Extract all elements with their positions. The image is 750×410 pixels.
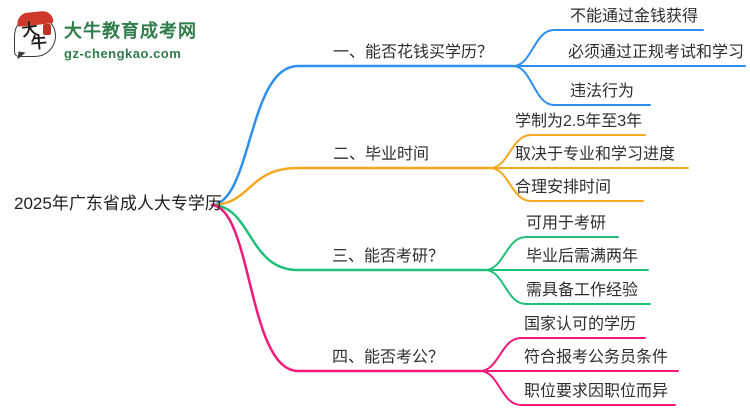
mindmap-root-node: 2025年广东省成人大专学历 [14, 194, 222, 213]
branch-2-child-2: 取决于专业和学习进度 [515, 146, 676, 163]
branch-node-4: 四、能否考公？ [332, 349, 445, 366]
site-logo: 大 牛 大牛教育成考网 gz-chengkao.com [12, 10, 197, 61]
branch-3-child-1: 可用于考研 [526, 215, 607, 232]
branch-3-child-2: 毕业后需满两年 [526, 248, 639, 265]
branch-node-3: 三、能否考研？ [332, 248, 445, 265]
logo-site-url: gz-chengkao.com [64, 46, 182, 61]
logo-bubble-tail-icon [17, 51, 26, 61]
branch-2-child-1: 学制为2.5年至3年 [515, 113, 643, 130]
branch-4-child-1: 国家认可的学历 [524, 316, 637, 333]
logo-char-niu: 牛 [30, 34, 48, 53]
logo-seal-icon [43, 24, 51, 35]
logo-text-block: 大牛教育成考网 gz-chengkao.com [64, 12, 197, 61]
branch-node-2: 二、毕业时间 [333, 146, 430, 163]
branch-node-1: 一、能否花钱买学历？ [333, 44, 494, 61]
branch-1-child-3: 违法行为 [570, 83, 635, 100]
branch-1-child-1: 不能通过金钱获得 [570, 8, 699, 25]
branch-4-child-3: 职位要求因职位而异 [524, 383, 669, 400]
logo-site-name: 大牛教育成考网 [64, 21, 197, 41]
branch-1-child-2: 必须通过正规考试和学习 [568, 44, 745, 61]
branch-4-child-2: 符合报考公务员条件 [524, 349, 669, 366]
branch-2-child-3: 合理安排时间 [515, 179, 612, 196]
branch-3-child-3: 需具备工作经验 [526, 282, 639, 299]
daniu-logo-icon: 大 牛 [12, 10, 58, 61]
